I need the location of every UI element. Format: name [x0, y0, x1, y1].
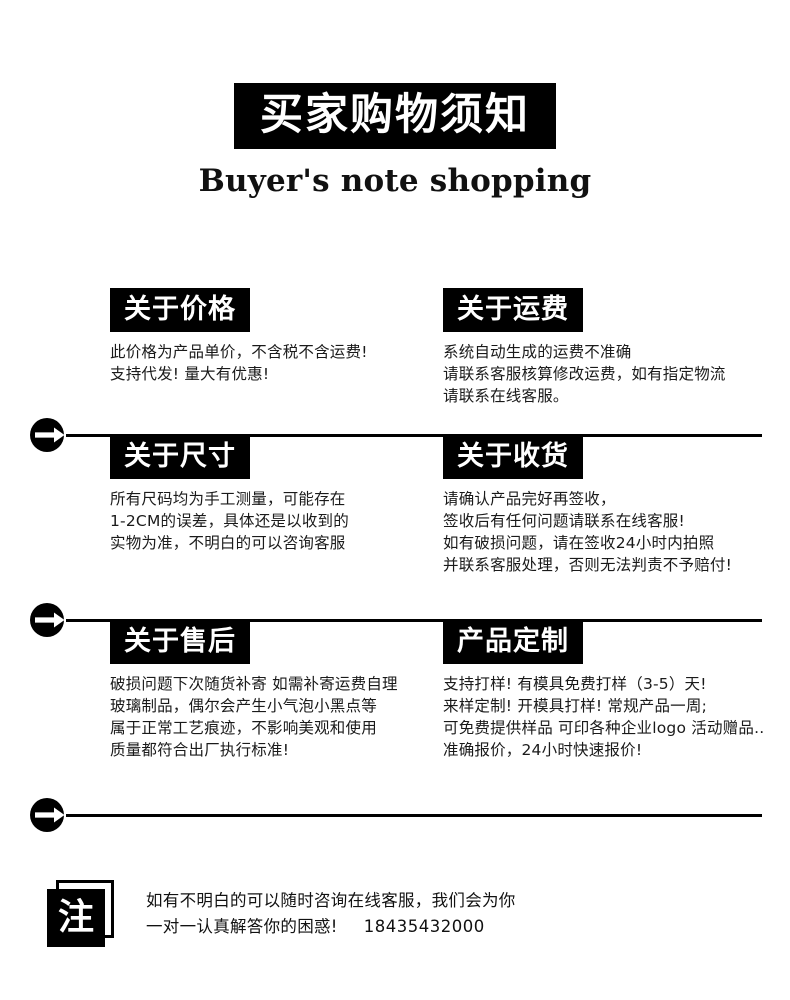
- section-size: 关于尺寸 所有尺码均为手工测量，可能存在 1-2CM的误差，具体还是以收到的 实…: [110, 435, 440, 554]
- section-line: 支持代发! 量大有优惠!: [110, 365, 270, 383]
- divider-3: [30, 798, 762, 832]
- footer-note-line1: 如有不明白的可以随时咨询在线客服，我们会为你: [146, 891, 516, 910]
- section-line: 支持打样! 有模具免费打样（3-5）天!: [443, 675, 707, 693]
- section-customization: 产品定制 支持打样! 有模具免费打样（3-5）天! 来样定制! 开模具打样! 常…: [443, 620, 790, 761]
- arrow-right-glyph-icon: [35, 612, 65, 628]
- section-receiving-body: 请确认产品完好再签收， 签收后有任何问题请联系在线客服! 如有破损问题，请在签收…: [443, 488, 790, 576]
- section-line: 来样定制! 开模具打样! 常规产品一周;: [443, 697, 708, 715]
- section-line: 请联系客服核算修改运费，如有指定物流: [443, 365, 726, 383]
- arrow-right-glyph-icon: [35, 427, 65, 443]
- divider-rule: [66, 814, 762, 817]
- section-line: 并联系客服处理，否则无法判责不予赔付!: [443, 556, 733, 574]
- section-after-sales: 关于售后 破损问题下次随货补寄 如需补寄运费自理 玻璃制品，偶尔会产生小气泡小黑…: [110, 620, 440, 761]
- section-shipping-fee-body: 系统自动生成的运费不准确 请联系客服核算修改运费，如有指定物流 请联系在线客服。: [443, 341, 790, 407]
- notice-sections: 关于价格 此价格为产品单价，不含税不含运费! 支持代发! 量大有优惠! 关于运费…: [0, 288, 790, 815]
- section-receiving-badge: 关于收货: [443, 435, 583, 479]
- section-line: 破损问题下次随货补寄 如需补寄运费自理: [110, 675, 398, 693]
- divider-1: [30, 418, 762, 452]
- page-header: 买家购物须知 Buyer's note shopping: [0, 0, 790, 199]
- section-price-body: 此价格为产品单价，不含税不含运费! 支持代发! 量大有优惠!: [110, 341, 440, 385]
- footer-note-line2: 一对一认真解答你的困惑!: [146, 917, 338, 936]
- section-price: 关于价格 此价格为产品单价，不含税不含运费! 支持代发! 量大有优惠!: [110, 288, 440, 385]
- section-line: 系统自动生成的运费不准确: [443, 343, 632, 361]
- section-after-sales-badge: 关于售后: [110, 620, 250, 664]
- section-size-badge: 关于尺寸: [110, 435, 250, 479]
- note-mark-icon: 注: [47, 880, 119, 952]
- notice-row: 关于售后 破损问题下次随货补寄 如需补寄运费自理 玻璃制品，偶尔会产生小气泡小黑…: [0, 620, 790, 815]
- page-title-badge: 买家购物须知: [234, 83, 556, 149]
- section-line: 请联系在线客服。: [443, 387, 569, 405]
- section-price-badge: 关于价格: [110, 288, 250, 332]
- footer-note-text: 如有不明白的可以随时咨询在线客服，我们会为你 一对一认真解答你的困惑! 18435…: [146, 888, 516, 940]
- section-line: 如有破损问题，请在签收24小时内拍照: [443, 534, 715, 552]
- notice-row: 关于尺寸 所有尺码均为手工测量，可能存在 1-2CM的误差，具体还是以收到的 实…: [0, 435, 790, 620]
- divider-rule: [66, 434, 762, 437]
- section-line: 可免费提供样品 可印各种企业logo 活动赠品..: [443, 719, 765, 737]
- footer-note-line2-wrap: 一对一认真解答你的困惑! 18435432000: [146, 914, 516, 940]
- divider-rule: [66, 619, 762, 622]
- notice-row: 关于价格 此价格为产品单价，不含税不含运费! 支持代发! 量大有优惠! 关于运费…: [0, 288, 790, 435]
- section-line: 签收后有任何问题请联系在线客服!: [443, 512, 685, 530]
- section-line: 玻璃制品，偶尔会产生小气泡小黑点等: [110, 697, 377, 715]
- note-mark-label: 注: [47, 889, 105, 947]
- page-subtitle: Buyer's note shopping: [198, 163, 592, 199]
- section-shipping-fee-badge: 关于运费: [443, 288, 583, 332]
- section-customization-badge: 产品定制: [443, 620, 583, 664]
- section-shipping-fee: 关于运费 系统自动生成的运费不准确 请联系客服核算修改运费，如有指定物流 请联系…: [443, 288, 790, 407]
- section-size-body: 所有尺码均为手工测量，可能存在 1-2CM的误差，具体还是以收到的 实物为准，不…: [110, 488, 440, 554]
- section-line: 准确报价，24小时快速报价!: [443, 741, 643, 759]
- section-line: 属于正常工艺痕迹，不影响美观和使用: [110, 719, 377, 737]
- section-line: 实物为准，不明白的可以咨询客服: [110, 534, 346, 552]
- section-after-sales-body: 破损问题下次随货补寄 如需补寄运费自理 玻璃制品，偶尔会产生小气泡小黑点等 属于…: [110, 673, 440, 761]
- section-line: 所有尺码均为手工测量，可能存在: [110, 490, 346, 508]
- contact-phone: 18435432000: [363, 917, 485, 936]
- section-line: 此价格为产品单价，不含税不含运费!: [110, 343, 368, 361]
- section-line: 质量都符合出厂执行标准!: [110, 741, 290, 759]
- divider-2: [30, 603, 762, 637]
- section-customization-body: 支持打样! 有模具免费打样（3-5）天! 来样定制! 开模具打样! 常规产品一周…: [443, 673, 790, 761]
- arrow-right-glyph-icon: [35, 807, 65, 823]
- section-line: 请确认产品完好再签收，: [443, 490, 616, 508]
- footer-note: 注 如有不明白的可以随时咨询在线客服，我们会为你 一对一认真解答你的困惑! 184…: [0, 876, 790, 976]
- section-receiving: 关于收货 请确认产品完好再签收， 签收后有任何问题请联系在线客服! 如有破损问题…: [443, 435, 790, 576]
- section-line: 1-2CM的误差，具体还是以收到的: [110, 512, 349, 530]
